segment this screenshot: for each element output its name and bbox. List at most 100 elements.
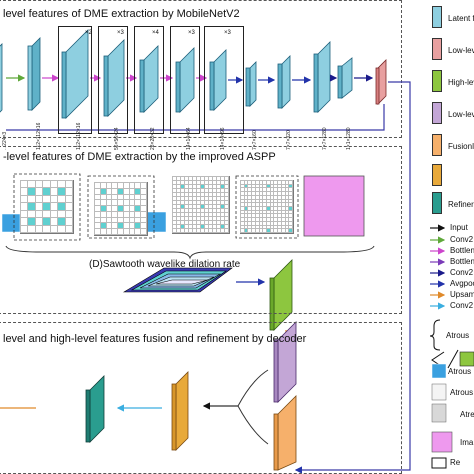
- grid-cell: [42, 224, 52, 234]
- grid-cell: [195, 227, 202, 234]
- grid-cell: [277, 213, 283, 219]
- grid-cell: [42, 194, 52, 204]
- grid-cell: [183, 211, 190, 218]
- grid-cell: [191, 215, 198, 222]
- grid-cell: [219, 199, 226, 206]
- grid-cell: [203, 227, 210, 234]
- block-10-side: [341, 57, 353, 99]
- grid-cell: [207, 199, 214, 206]
- grid-cell: [191, 219, 198, 226]
- grid-cell: [280, 213, 286, 219]
- block-6-face: [209, 61, 215, 111]
- grid-cell: [211, 203, 218, 210]
- grid-cell: [284, 224, 290, 230]
- grid-cell: [117, 228, 125, 236]
- grid-cell: [140, 210, 148, 219]
- grid-cell: [57, 224, 66, 234]
- stage-box-4: [134, 26, 164, 134]
- grid-cell: [288, 220, 294, 226]
- legend-extra-1: Atrous: [448, 367, 472, 376]
- grid-cell: [20, 224, 29, 234]
- grid-cell: [175, 179, 182, 186]
- legend-swatch-low: [432, 38, 442, 60]
- grid-cell: [223, 199, 230, 206]
- grid-cell: [280, 220, 286, 226]
- grid-cell: [195, 175, 202, 182]
- grid-cell: [219, 219, 226, 226]
- grid-cell: [117, 222, 125, 230]
- grid-cell: [247, 228, 253, 234]
- grid-cell: [215, 227, 222, 234]
- grid-cell: [140, 181, 148, 190]
- grid-cell: [284, 213, 290, 219]
- grid-cell: [122, 216, 131, 224]
- grid-cell: [20, 209, 29, 219]
- grid-cell: [122, 187, 131, 195]
- grid-cell: [128, 187, 136, 195]
- grid-cell: [203, 175, 210, 182]
- grid-cell: [187, 203, 194, 210]
- grid-cell: [265, 220, 272, 226]
- grid-cell: [288, 198, 294, 204]
- grid-cell: [269, 179, 275, 186]
- grid-cell: [93, 193, 102, 201]
- grid-cell: [254, 191, 260, 197]
- grid-cell: [134, 187, 142, 195]
- legend-arrow-3: Bottlen: [450, 257, 474, 266]
- grid-cell: [258, 187, 264, 193]
- grid-cell: [171, 195, 178, 202]
- grid-cell: [49, 187, 59, 197]
- grid-cell: [284, 228, 290, 234]
- grid-cell: [191, 199, 198, 206]
- grid-cell: [111, 205, 119, 213]
- grid-cell: [187, 187, 194, 194]
- grid-cell: [284, 217, 290, 223]
- grid-cell: [199, 175, 206, 182]
- grid-cell: [20, 202, 29, 212]
- grid-cell: [179, 227, 186, 234]
- grid-cell: [251, 202, 257, 208]
- grid-cell: [239, 183, 246, 189]
- legend-extra-5: Re: [450, 458, 461, 467]
- grid-cell: [254, 202, 260, 208]
- grid-cell: [140, 228, 148, 236]
- grid-cell: [284, 191, 290, 197]
- grid-cell: [262, 217, 268, 223]
- grid-cell: [258, 228, 264, 234]
- grid-cell: [187, 227, 194, 234]
- grid-cell: [273, 224, 279, 230]
- block-7-side: [249, 61, 257, 107]
- grid-cell: [122, 210, 131, 219]
- grid-cell: [199, 203, 206, 210]
- grid-cell: [117, 181, 125, 190]
- grid-cell: [273, 179, 279, 186]
- grid-cell: [251, 183, 257, 189]
- legend-swatch-fusion-gold: [432, 164, 442, 186]
- mobilenet-panel: level features of DME extraction by Mobi…: [0, 0, 402, 138]
- grid-cell: [105, 216, 113, 224]
- grid-cell: [280, 205, 286, 212]
- grid-cell: [262, 228, 268, 234]
- grid-cell: [219, 227, 226, 234]
- grid-cell: [280, 228, 286, 234]
- grid-cell: [134, 181, 142, 190]
- grid-cell: [223, 227, 230, 234]
- grid-cell: [265, 213, 272, 219]
- grid-cell: [280, 224, 286, 230]
- grid-cell: [251, 194, 257, 200]
- grid-cell: [251, 209, 257, 215]
- grid-cell: [128, 199, 136, 207]
- grid-cell: [239, 194, 246, 200]
- grid-cell: [49, 202, 59, 212]
- grid-cell: [223, 195, 230, 202]
- grid-cell: [243, 194, 249, 200]
- grid-cell: [117, 210, 125, 219]
- grid-cell: [280, 179, 286, 186]
- grid-cell: [288, 224, 294, 230]
- grid-cell: [269, 220, 275, 226]
- grid-cell: [262, 224, 268, 230]
- grid-cell: [191, 207, 198, 214]
- grid-cell: [243, 220, 249, 226]
- grid-cell: [179, 223, 186, 230]
- grid-cell: [211, 175, 218, 182]
